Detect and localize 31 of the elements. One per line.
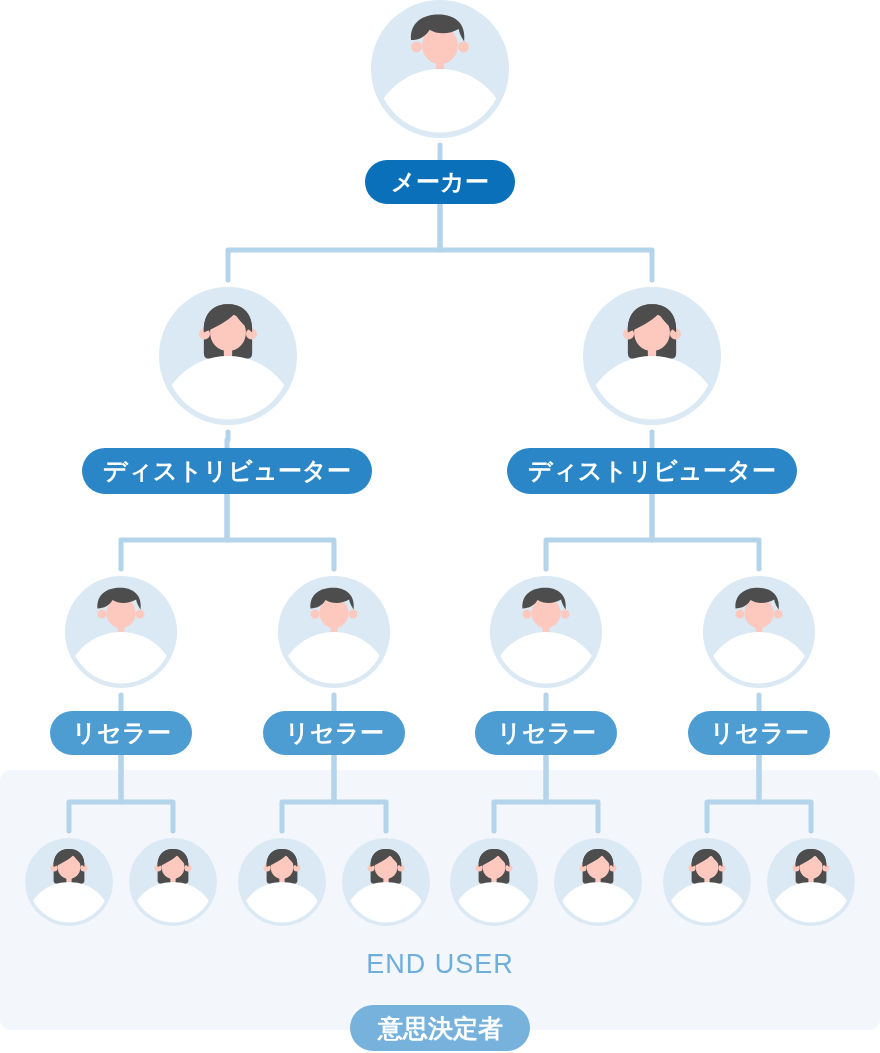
role-pill: リセラー: [50, 711, 192, 755]
connector-line: [331, 692, 337, 714]
connector-line: [224, 429, 231, 451]
role-pill: メーカー: [365, 160, 515, 204]
connector-line: [118, 752, 176, 834]
role-pill: 意思決定者: [350, 1005, 530, 1051]
role-pill: リセラー: [688, 711, 830, 755]
person-icon: [554, 838, 642, 926]
person-icon: [767, 838, 855, 926]
connector-line: [756, 752, 814, 834]
role-pill: ディストリビューター: [82, 448, 372, 494]
panel-heading: END USER: [366, 951, 514, 978]
connector-line: [756, 692, 762, 714]
person-icon: [663, 838, 751, 926]
connector-line: [649, 429, 655, 451]
role-pill: リセラー: [475, 711, 617, 755]
connector-line: [543, 752, 601, 834]
person-icon: [450, 838, 538, 926]
role-pill: リセラー: [263, 711, 405, 755]
connector-line: [543, 692, 549, 714]
person-icon: [129, 838, 217, 926]
role-pill: ディストリビューター: [507, 448, 797, 494]
connector-line: [437, 142, 443, 163]
person-icon: [25, 838, 113, 926]
connector-line: [649, 491, 762, 572]
connector-line: [224, 491, 337, 572]
person-icon: [238, 838, 326, 926]
connector-line: [118, 692, 124, 714]
connector-line: [331, 752, 389, 834]
connector-line: [437, 201, 655, 283]
person-icon: [342, 838, 430, 926]
